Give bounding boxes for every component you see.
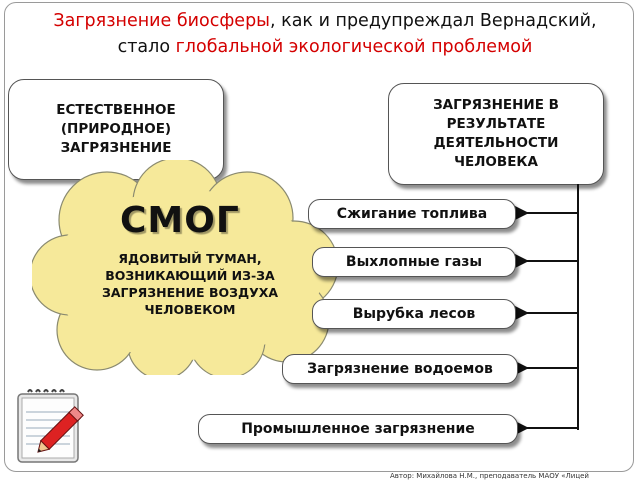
author-footer: Автор: Михайлова Н.М., преподаватель МАО… [390,472,589,480]
notepad-pencil-icon [17,389,84,463]
smog-description: ЯДОВИТЫЙ ТУМАН, ВОЗНИКАЮЩИЙ ИЗ-ЗА ЗАГРЯЗ… [101,251,279,317]
cause-deforestation: Вырубка лесов [312,299,516,329]
smog-title: СМОГ [120,200,240,241]
cause-fuel-burning: Сжигание топлива [308,199,516,229]
slide-title: Загрязнение биосферы, как и предупреждал… [40,8,610,60]
natural-pollution-label: ЕСТЕСТВЕННОЕ (ПРИРОДНОЕ) ЗАГРЯЗНЕНИЕ [56,102,176,156]
cause-label: Промышленное загрязнение [241,421,475,437]
cause-water-pollution: Загрязнение водоемов [282,354,518,384]
human-pollution-label: ЗАГРЯЗНЕНИЕ В РЕЗУЛЬТАТЕ ДЕЯТЕЛЬНОСТИ ЧЕ… [433,97,559,170]
cause-exhaust-gases: Выхлопные газы [312,247,516,277]
cause-label: Загрязнение водоемов [307,361,493,377]
cause-label: Выхлопные газы [345,254,483,270]
title-highlight-biosphere: Загрязнение биосферы [53,11,271,31]
smog-cloud [32,160,339,375]
human-pollution-box: ЗАГРЯЗНЕНИЕ В РЕЗУЛЬТАТЕ ДЕЯТЕЛЬНОСТИ ЧЕ… [388,83,604,185]
cause-industrial-pollution: Промышленное загрязнение [198,414,518,444]
title-highlight-problem: глобальной экологической проблемой [175,37,533,57]
title-text: , как и предупреждал Вернадский, стало [117,11,597,57]
cause-label: Вырубка лесов [352,306,476,322]
cause-label: Сжигание топлива [336,206,488,222]
